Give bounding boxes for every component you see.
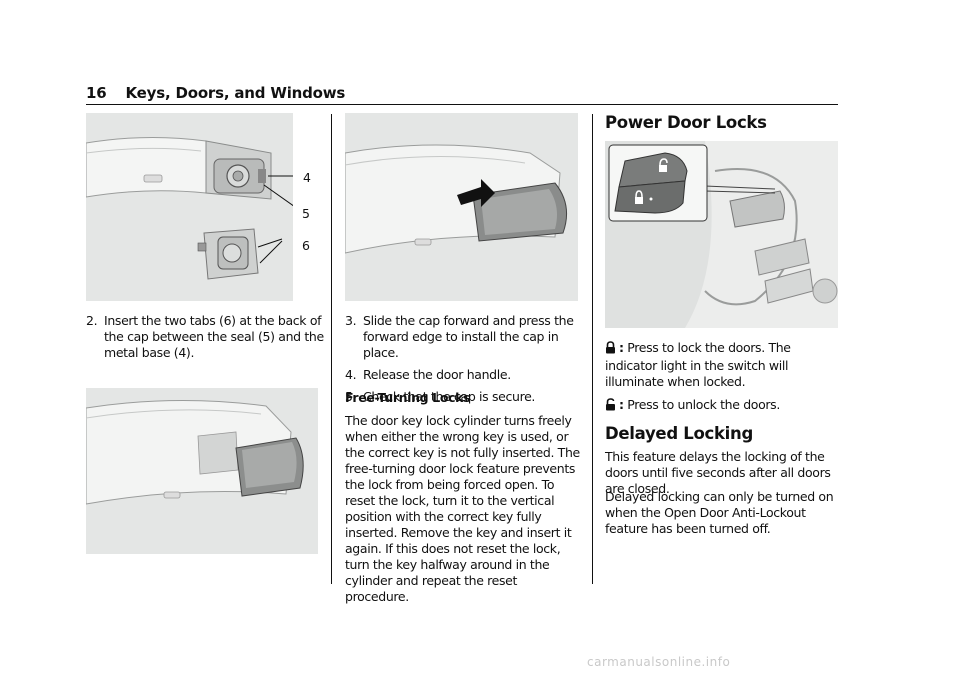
free-turning-heading: Free-Turning Locks xyxy=(345,390,471,405)
step-text: Release the door handle. xyxy=(363,367,511,382)
lock-text: Press to lock the doors. The indicator l… xyxy=(605,340,791,389)
unlock-text: Press to unlock the doors. xyxy=(627,397,780,412)
watermark: carmanualsonline.info xyxy=(587,655,731,669)
power-door-lock-switch-illustration xyxy=(605,141,838,328)
delayed-locking-heading: Delayed Locking xyxy=(605,424,753,443)
step-number: 3. xyxy=(345,313,357,328)
step-number: 4. xyxy=(345,367,357,382)
step-text: Insert the two tabs (6) at the back of t… xyxy=(104,313,324,360)
colon: : xyxy=(619,340,624,355)
delayed-paragraph-1: This feature delays the locking of the d… xyxy=(605,449,831,496)
column-divider-right xyxy=(592,114,593,584)
step-number: 2. xyxy=(86,313,98,328)
lock-description: : Press to lock the doors. The indicator… xyxy=(605,340,840,390)
section-title: Keys, Doors, and Windows xyxy=(125,84,346,102)
page-number: 16 xyxy=(86,84,107,102)
steps-3-5: 3. Slide the cap forward and press the f… xyxy=(345,313,583,405)
colon: : xyxy=(619,397,624,412)
door-handle-seal-illustration xyxy=(86,113,293,301)
delayed-paragraph-2: Delayed locking can only be turned on wh… xyxy=(605,489,834,536)
step-text: Check that the cap is secure. xyxy=(363,389,536,404)
header-rule xyxy=(86,104,838,105)
step-2: 2. Insert the two tabs (6) at the back o… xyxy=(86,313,324,361)
callout-5: 5 xyxy=(302,206,310,221)
free-turning-paragraph: The door key lock cylinder turns freely … xyxy=(345,413,580,604)
column-divider-left xyxy=(331,114,332,584)
unlock-description: : Press to unlock the doors. xyxy=(605,397,840,415)
callout-6: 6 xyxy=(302,238,310,253)
unlock-icon xyxy=(605,398,616,415)
cap-slide-illustration xyxy=(345,113,578,301)
power-door-locks-heading: Power Door Locks xyxy=(605,113,767,132)
callout-4: 4 xyxy=(303,170,311,185)
page-header: 16 Keys, Doors, and Windows xyxy=(86,84,345,102)
door-handle-cap-illustration xyxy=(86,388,318,554)
step-number: 5. xyxy=(345,389,357,404)
lock-icon xyxy=(605,341,616,358)
step-text: Slide the cap forward and press the forw… xyxy=(363,313,574,360)
